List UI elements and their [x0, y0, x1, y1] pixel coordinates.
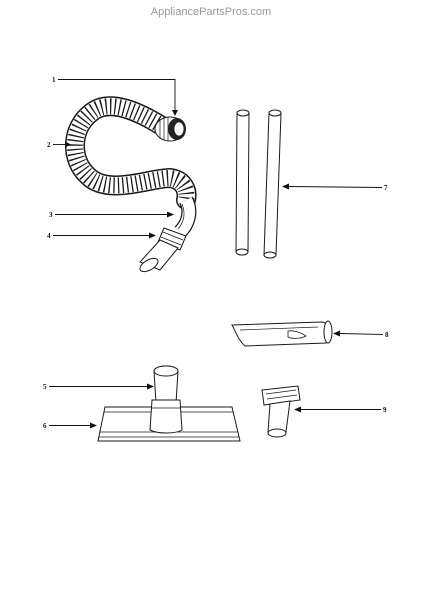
- callout-label: 6: [43, 422, 47, 430]
- floor-brush-tool-icon: [97, 399, 241, 442]
- upholstery-nozzle-icon: [261, 385, 301, 438]
- callout-5: 5: [43, 383, 154, 391]
- callout-7: 7: [282, 183, 388, 192]
- callout-label: 8: [385, 331, 389, 339]
- callout-9: 9: [294, 406, 387, 414]
- callout-label: 5: [43, 383, 47, 391]
- watermark-text: AppliancePartsPros.com: [151, 6, 271, 18]
- callout-6: 6: [43, 422, 97, 430]
- callout-8: 8: [333, 330, 389, 339]
- floor-tool-neck-icon: [153, 365, 179, 404]
- callout-4: 4: [47, 232, 156, 240]
- crevice-tool-icon: [231, 320, 333, 347]
- callout-label: 2: [47, 141, 51, 149]
- callout-label: 4: [47, 232, 51, 240]
- callout-label: 9: [383, 406, 387, 414]
- callout-label: 3: [49, 211, 53, 219]
- hose-connector-icon: [154, 116, 186, 142]
- hose-wand-bend-icon: [174, 196, 197, 238]
- flexible-hose-icon: [65, 96, 197, 210]
- callout-1: 1: [52, 76, 178, 116]
- extension-wand-pair-icon: [235, 109, 282, 259]
- callout-3: 3: [49, 211, 174, 219]
- callout-label: 7: [384, 184, 388, 192]
- callout-label: 1: [52, 76, 56, 84]
- hose-end-tube-icon: [139, 227, 187, 273]
- callout-2: 2: [47, 141, 71, 149]
